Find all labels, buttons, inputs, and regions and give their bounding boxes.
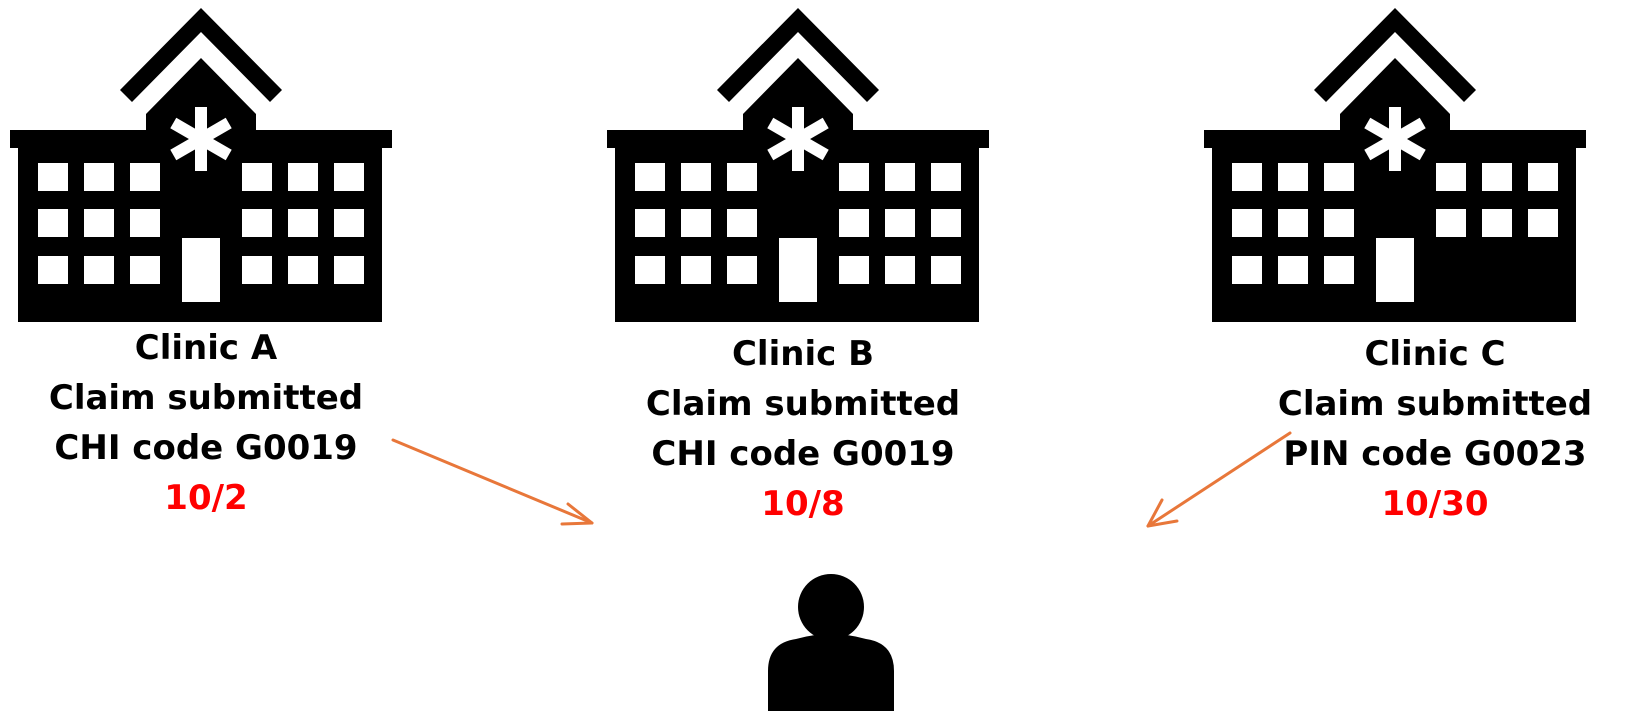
claim-code: CHI code G0019 <box>54 428 358 468</box>
hospital-building-icon-a <box>10 8 392 322</box>
hospital-building-icon-b <box>607 8 989 322</box>
claim-code: CHI code G0019 <box>651 434 955 474</box>
claim-date: 10/8 <box>761 484 845 524</box>
clinic-name: Clinic A <box>134 328 278 368</box>
claim-status: Claim submitted <box>48 378 364 418</box>
arrow-c-to-patient <box>1146 431 1292 528</box>
claim-date: 10/2 <box>164 478 248 518</box>
clinic-name: Clinic B <box>731 334 875 374</box>
claim-status: Claim submitted <box>645 384 961 424</box>
person-icon <box>768 574 894 711</box>
claim-code: PIN code G0023 <box>1283 434 1587 474</box>
clinic-a-label: Clinic A Claim submitted CHI code G0019 … <box>31 323 381 523</box>
clinic-name: Clinic C <box>1364 334 1506 374</box>
clinic-b-label: Clinic B Claim submitted CHI code G0019 … <box>628 329 978 529</box>
claim-date: 10/30 <box>1381 484 1489 524</box>
hospital-building-icon-c <box>1204 8 1586 322</box>
claim-status: Claim submitted <box>1277 384 1593 424</box>
arrow-a-to-patient <box>391 438 594 526</box>
clinic-c-label: Clinic C Claim submitted PIN code G0023 … <box>1260 329 1610 529</box>
